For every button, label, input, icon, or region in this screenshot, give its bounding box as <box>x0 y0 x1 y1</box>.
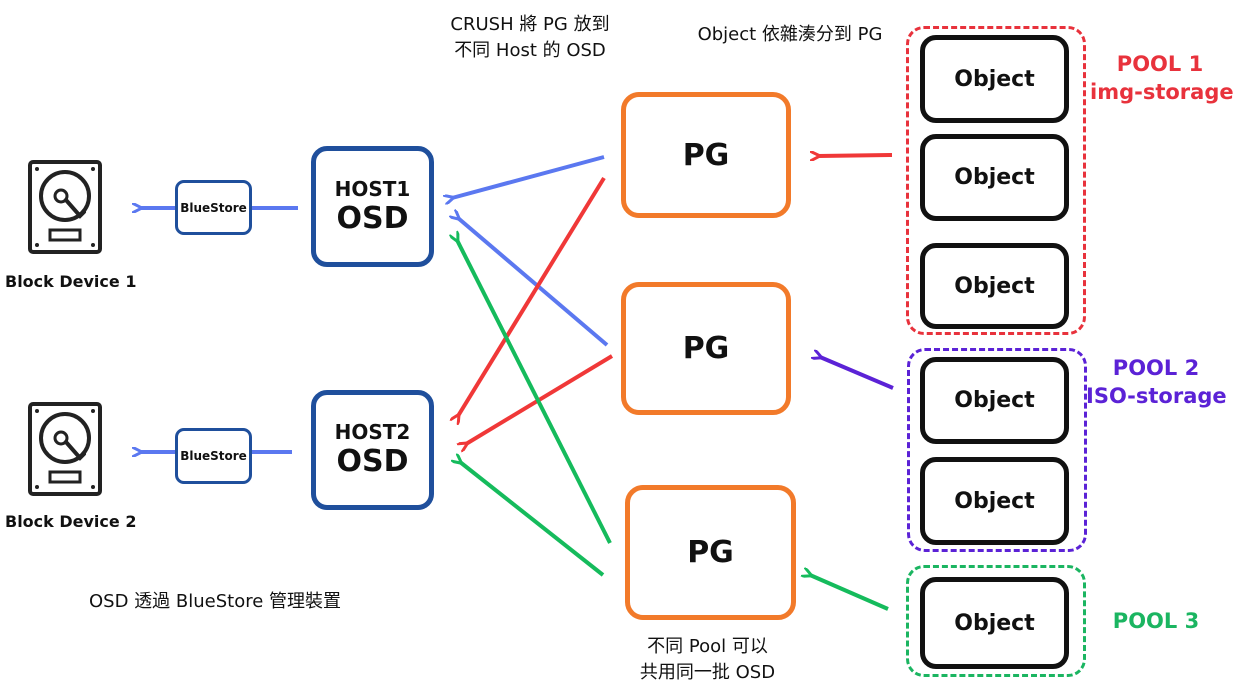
pool-2-subtitle: ISO-storage <box>1086 384 1227 408</box>
device-label-1: Block Device 1 <box>5 272 137 291</box>
crush-note: CRUSH 將 PG 放到 不同 Host 的 OSD <box>425 12 635 64</box>
pool2-to-pg-arrow <box>820 357 894 390</box>
object-distribution-note: Object 依雜湊分到 PG <box>697 24 883 45</box>
host2-name: HOST2 <box>334 420 411 444</box>
crush-note-line2: 不同 Host 的 OSD <box>454 40 606 61</box>
pg-box-3: PG <box>625 485 796 620</box>
pg-box-2: PG <box>621 282 791 415</box>
crush-arrow-pg2-host1 <box>458 218 609 347</box>
host2-osd: HOST2 OSD <box>311 390 434 510</box>
crush-note-line1: CRUSH 將 PG 放到 <box>450 14 610 35</box>
crush-arrow-pg3-host2 <box>460 462 605 577</box>
pool1-to-pg-arrow <box>818 155 893 156</box>
host1-role: OSD <box>336 200 409 236</box>
pool-1-title: POOL 1 <box>1116 52 1204 76</box>
pool-2-object-1: Object <box>920 357 1069 444</box>
pool-1-label: POOL 1 img-storage <box>1090 50 1233 106</box>
bluestore-box-2: BlueStore <box>175 428 252 484</box>
pool-3-title: POOL 3 <box>1112 609 1200 633</box>
crush-arrow-pg3-host1 <box>457 240 612 544</box>
crush-arrow-pg1-host1 <box>452 155 605 198</box>
pool-1-object-1: Object <box>920 35 1069 123</box>
pool-1-object-3: Object <box>920 243 1069 329</box>
shared-osd-note-line1: 不同 Pool 可以 <box>647 636 768 657</box>
device-label-2: Block Device 2 <box>5 512 137 531</box>
pool-1-object-2: Object <box>920 134 1069 221</box>
pool-1-container <box>906 26 1086 335</box>
crush-arrow-pg1-host2 <box>458 176 606 416</box>
hard-drive-icon <box>28 402 102 500</box>
bluestore-box-1: BlueStore <box>175 180 252 235</box>
host1-osd: HOST1 OSD <box>311 146 434 267</box>
hard-drive-icon <box>28 160 102 258</box>
osd-bluestore-note: OSD 透過 BlueStore 管理裝置 <box>88 591 342 612</box>
pool-2-title: POOL 2 <box>1112 356 1200 380</box>
pool-3-container <box>906 565 1086 677</box>
shared-osd-note-line2: 共用同一批 OSD <box>639 662 776 683</box>
host1-name: HOST1 <box>334 176 411 201</box>
host2-role: OSD <box>336 444 409 479</box>
pg-box-1: PG <box>621 92 791 218</box>
pool-2-label: POOL 2 ISO-storage <box>1086 354 1227 410</box>
pool-1-subtitle: img-storage <box>1090 80 1233 104</box>
shared-osd-note: 不同 Pool 可以 共用同一批 OSD <box>620 634 795 686</box>
pool3-to-pg-arrow <box>810 575 889 611</box>
pool-2-container <box>907 348 1087 552</box>
pool-3-label: POOL 3 <box>1086 607 1226 635</box>
pool-2-object-2: Object <box>920 457 1069 545</box>
pool-3-object-1: Object <box>920 577 1069 669</box>
